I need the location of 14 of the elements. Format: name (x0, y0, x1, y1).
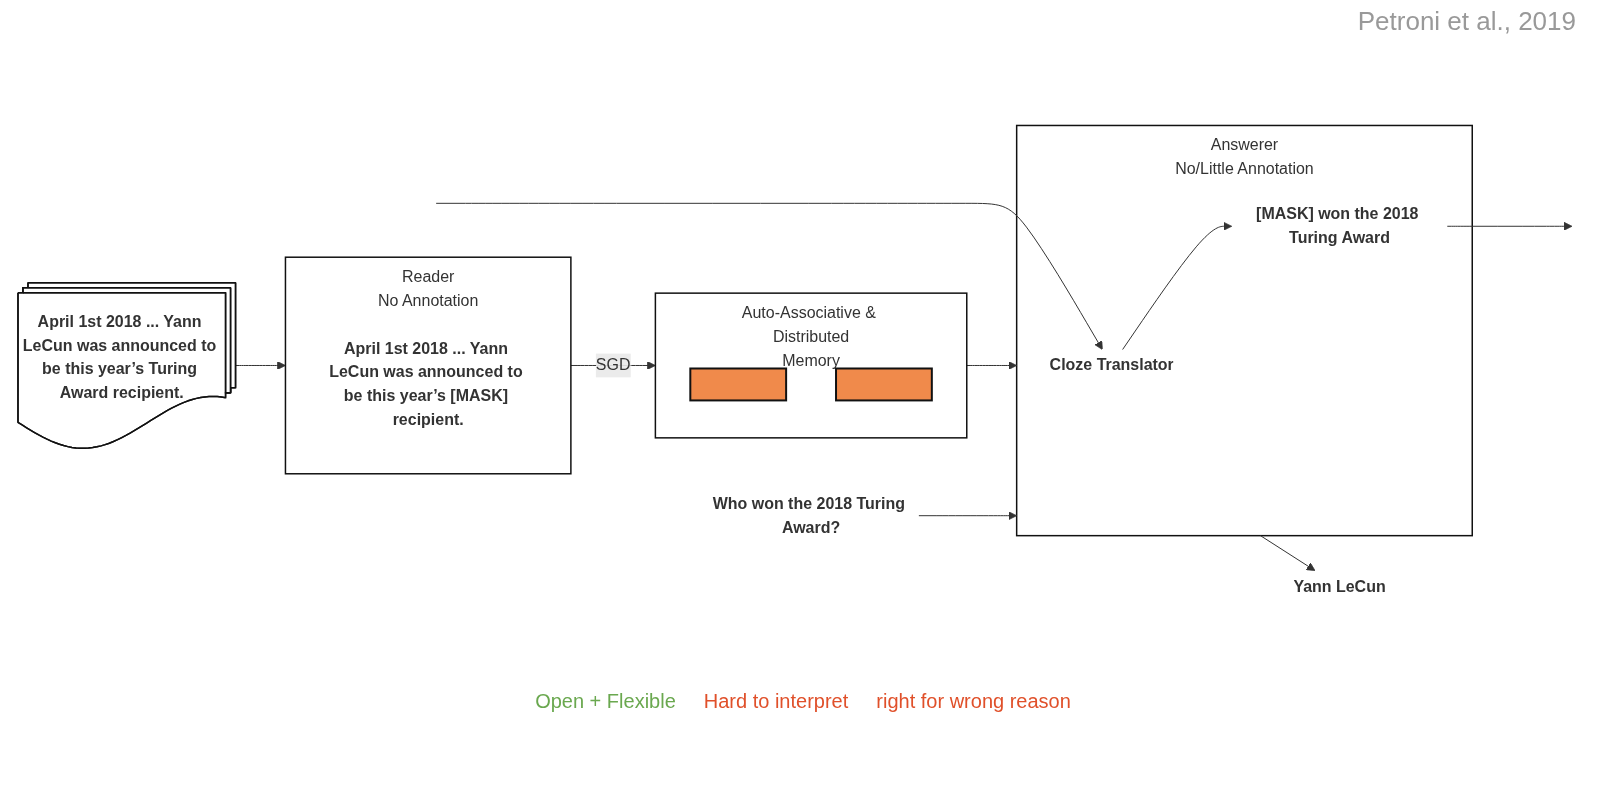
edge-label: SGD (595, 356, 631, 374)
node-text: April 1st 2018 ... Yann LeCun was announced to be this year’s [MASK] recipient. (329, 339, 523, 429)
node-text: Who won the 2018 Turing Award? (712, 494, 905, 536)
arrow (235, 361, 286, 370)
citation-text: Petroni et al., 2019 (1357, 6, 1576, 37)
note-text: right for wrong reason (876, 690, 1071, 713)
note-text: Open + Flexible (535, 690, 676, 713)
node-text: Cloze Translator (1049, 356, 1174, 374)
cluster: Auto-Associative & Distributed Memory (654, 292, 968, 439)
node-box (835, 367, 933, 402)
node-text: Yann LeCun (1293, 577, 1386, 595)
note-text: Hard to interpret (703, 690, 849, 713)
node-box (689, 367, 788, 402)
node-text: [MASK] won the 2018 Turing Award (1256, 205, 1419, 247)
